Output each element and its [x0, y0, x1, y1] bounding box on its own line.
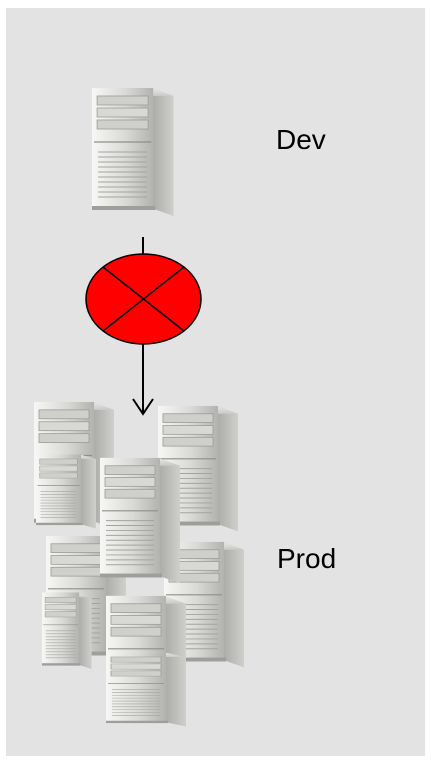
arrowhead: [132, 398, 154, 416]
prod-server-icon: [35, 453, 97, 530]
dev-server-icon: [91, 87, 175, 217]
prod-server-icon: [105, 651, 187, 728]
prod-server-icon: [41, 592, 92, 670]
blocked-x-circle-icon: [85, 253, 202, 345]
dev-label: Dev: [276, 124, 326, 155]
prod-server-icon: [99, 457, 181, 584]
prod-label: Prod: [277, 543, 337, 574]
